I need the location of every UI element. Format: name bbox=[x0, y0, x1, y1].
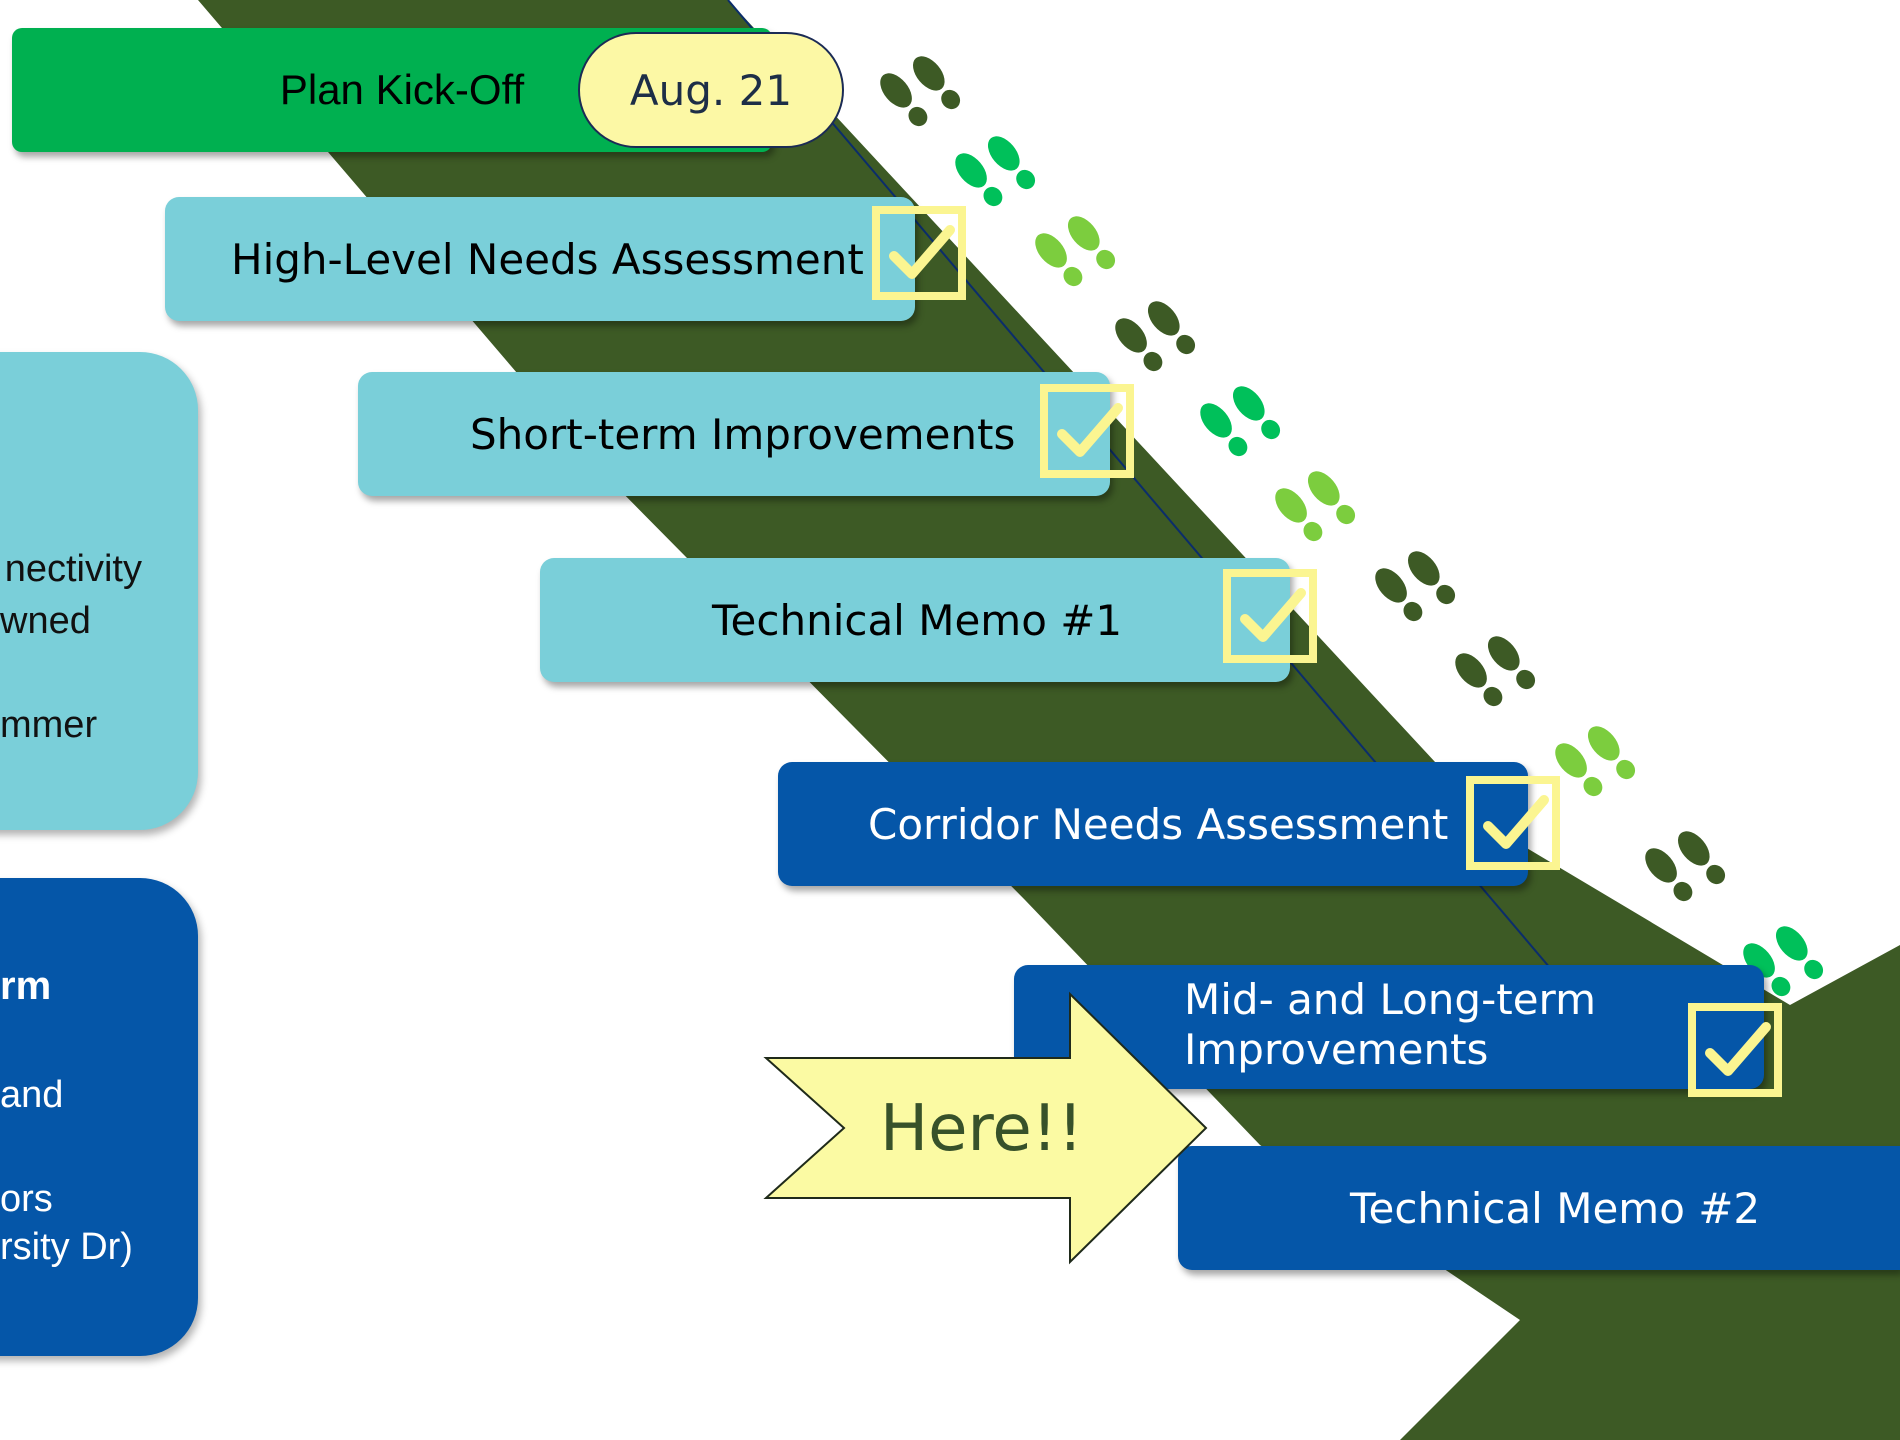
check-icon bbox=[872, 206, 966, 300]
footprint-icon bbox=[1115, 301, 1196, 372]
side-panel-line: rm bbox=[0, 964, 52, 1008]
side-panel-line: nectivity bbox=[4, 548, 142, 590]
side-panel-line: wned bbox=[0, 600, 91, 642]
footprint-icon bbox=[880, 56, 961, 127]
step-label: Plan Kick-Off bbox=[279, 66, 525, 113]
check-icon bbox=[1466, 776, 1560, 870]
footprint-icon bbox=[1645, 831, 1726, 902]
side-panel-line: rsity Dr) bbox=[0, 1226, 133, 1268]
step-label: Short-term Improvements bbox=[470, 409, 1016, 459]
step-high-level-needs: High-Level Needs Assessment bbox=[165, 197, 915, 321]
kickoff-date: Aug. 21 bbox=[629, 65, 793, 115]
step-short-term: Short-term Improvements bbox=[358, 372, 1110, 496]
side-panel-line: mmer bbox=[0, 704, 98, 746]
footprint-icon bbox=[1200, 386, 1281, 457]
here-label: Here!! bbox=[880, 1092, 1084, 1166]
side-panel-line: ors bbox=[0, 1178, 53, 1220]
check-icon bbox=[1688, 1003, 1782, 1097]
side-panel-line: and bbox=[0, 1074, 64, 1116]
step-label: Technical Memo #2 bbox=[1350, 1183, 1761, 1233]
step-technical-memo-1: Technical Memo #1 bbox=[540, 558, 1290, 682]
step-label: Mid- and Long-term bbox=[1184, 975, 1596, 1024]
step-label: Corridor Needs Assessment bbox=[868, 799, 1449, 849]
footprint-icon bbox=[955, 136, 1036, 207]
footprint-icon bbox=[1455, 636, 1536, 707]
check-icon bbox=[1040, 384, 1134, 478]
here-arrow bbox=[763, 991, 1208, 1265]
step-label: High-Level Needs Assessment bbox=[231, 234, 864, 284]
footprint-icon bbox=[1035, 216, 1116, 287]
side-panel-short-term: nectivity wned mmer bbox=[0, 352, 198, 830]
footprint-icon bbox=[1375, 551, 1456, 622]
step-label-line2: Improvements bbox=[1184, 1025, 1489, 1074]
footprint-icon bbox=[1275, 471, 1356, 542]
footprint-icon bbox=[1555, 726, 1636, 797]
step-label: Technical Memo #1 bbox=[712, 595, 1123, 645]
kickoff-date-pill: Aug. 21 bbox=[578, 32, 844, 148]
side-panel-mid-long-term: rm and ors rsity Dr) bbox=[0, 878, 198, 1356]
step-technical-memo-2: Technical Memo #2 bbox=[1178, 1146, 1900, 1270]
step-corridor-needs: Corridor Needs Assessment bbox=[778, 762, 1528, 886]
check-icon bbox=[1223, 569, 1317, 663]
